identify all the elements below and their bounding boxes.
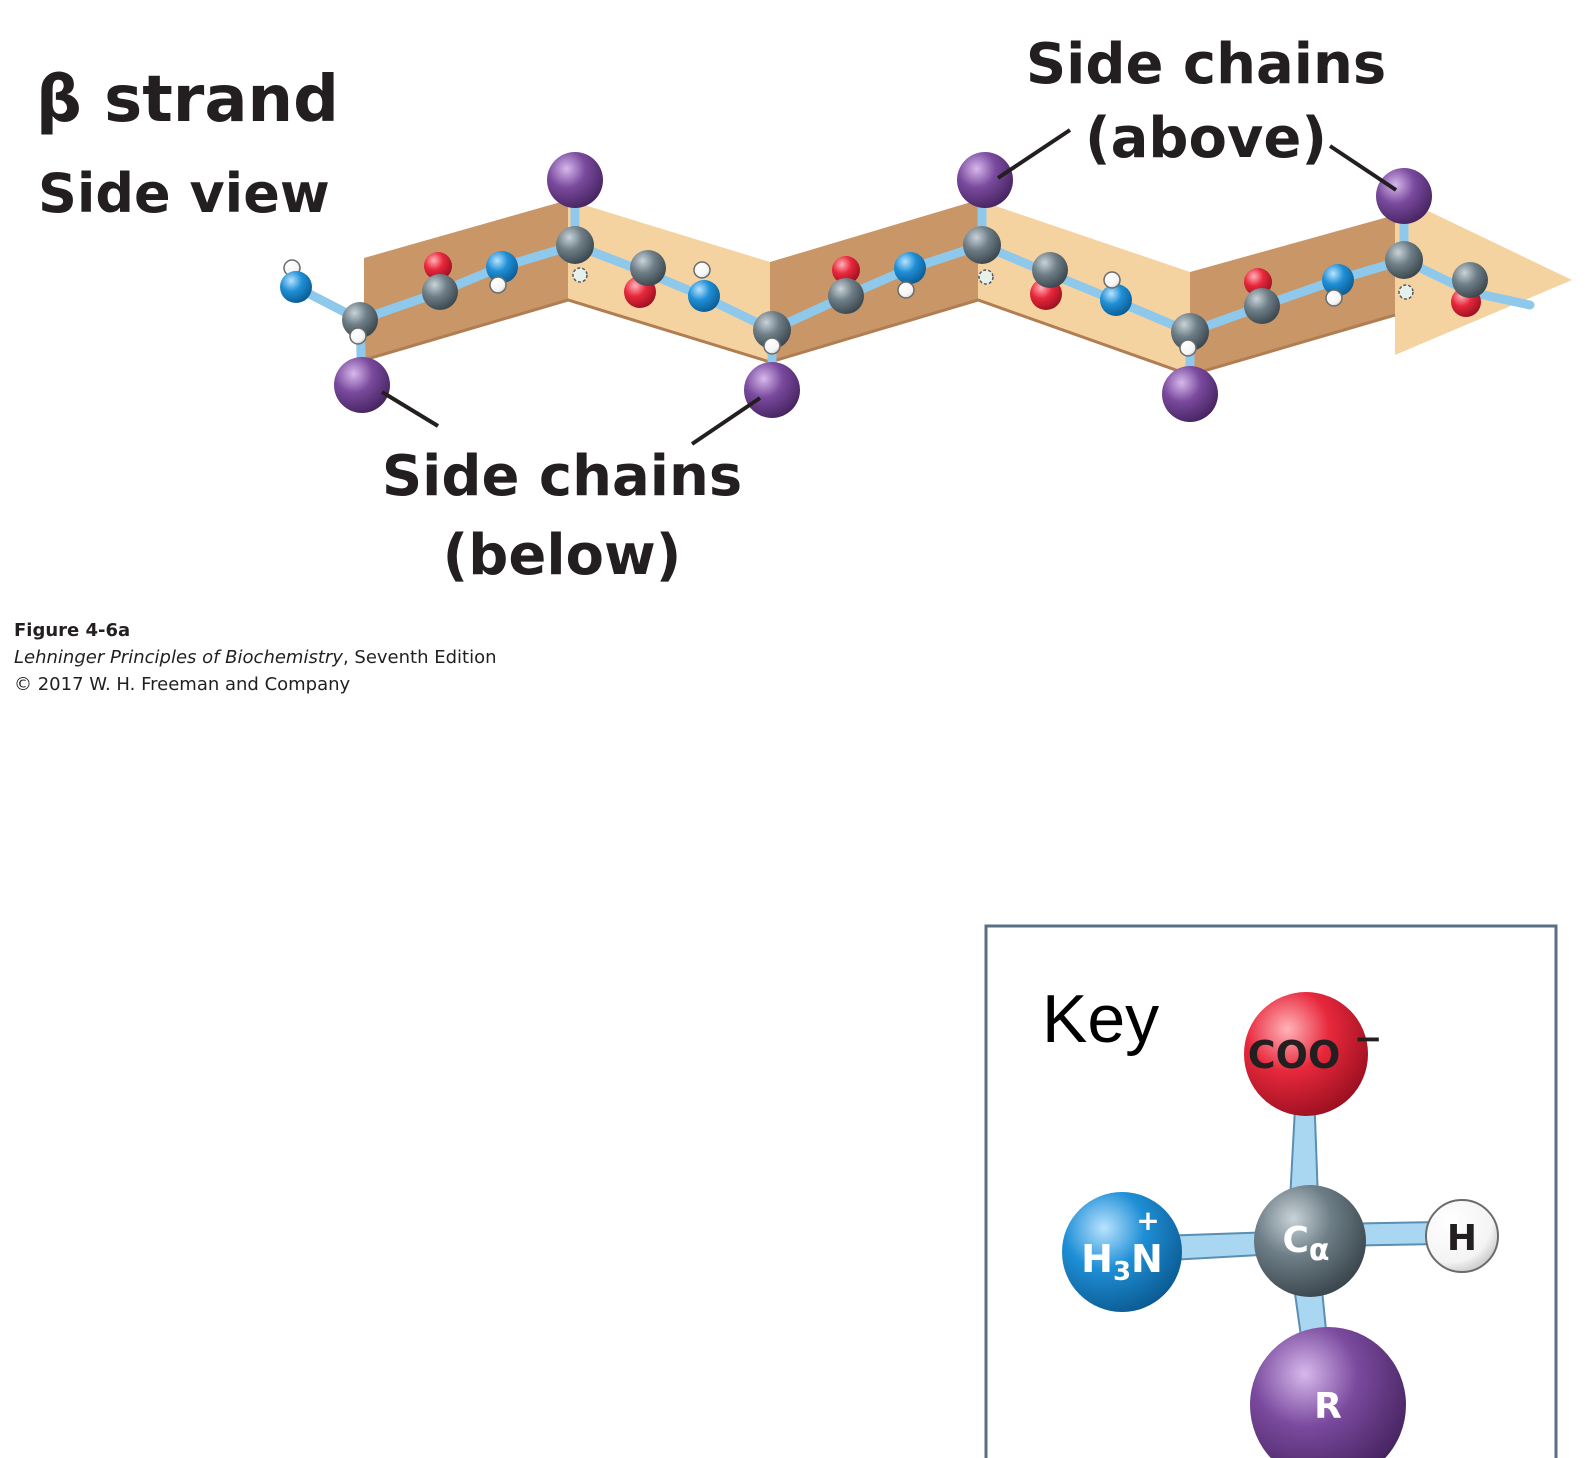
book-title: Lehninger Principles of Biochemistry [14, 647, 343, 668]
nitrogen-atom-2 [486, 251, 518, 283]
carbon-atom-carbonyl-6 [1452, 262, 1488, 298]
key-carboxyl-atom [1244, 992, 1368, 1116]
carbon-atom-carbonyl-5 [1244, 288, 1280, 324]
nitrogen-atom-3 [688, 280, 720, 312]
side-chain-above-1 [547, 152, 603, 208]
alpha-carbon-3 [753, 311, 791, 349]
diagram-title: β strand [36, 63, 339, 137]
leader-lines [380, 128, 1398, 446]
nitrogen-atom-6 [1322, 264, 1354, 296]
leader-line-below-right [690, 396, 762, 446]
figure-caption-copyright: © 2017 W. H. Freeman and Company [14, 674, 351, 695]
nitrogen-atom-5 [1100, 284, 1132, 316]
sheet-edge-line [363, 298, 1396, 377]
key-amine-subscript: 3 [1113, 1257, 1131, 1287]
carbon-atom-carbonyl-4 [1032, 252, 1068, 288]
nitrogen-atom-1 [280, 271, 312, 303]
oxygen-atom-3 [832, 256, 860, 284]
key-amine-label: H3N [1081, 1237, 1163, 1287]
callout-below-line2: (below) [443, 523, 682, 588]
alpha-carbon-5 [1171, 313, 1209, 351]
carbon-atom-carbonyl-3 [828, 278, 864, 314]
hydrogen-atom-5 [763, 337, 781, 355]
carbon-atom-carbonyl-2 [630, 250, 666, 286]
side-chain-below-1 [334, 357, 390, 413]
key-title: Key [1042, 981, 1159, 1057]
hydrogen-atom-6 [897, 281, 915, 299]
leader-line-below-left [380, 390, 440, 428]
figure-caption-source: Lehninger Principles of Biochemistry, Se… [14, 647, 497, 668]
side-chain-below-2 [744, 362, 800, 418]
key-legend: Key COO − H3N + Cα H R [984, 924, 1558, 1458]
callout-above-line2: (above) [1085, 106, 1327, 171]
book-edition: , Seventh Edition [343, 647, 497, 668]
hydrogen-atom-1 [349, 327, 367, 345]
callout-above-line1: Side chains [1026, 32, 1386, 97]
alpha-carbon-6 [1385, 241, 1423, 279]
hydrogen-atom-2 [489, 276, 507, 294]
pleated-sheet [363, 195, 1572, 377]
key-r-group-label: R [1314, 1386, 1342, 1427]
key-alpha-subscript: α [1309, 1233, 1330, 1268]
side-chain-above-3 [1376, 168, 1432, 224]
key-amine-atom [1062, 1192, 1182, 1312]
hydrogen-atom-11 [1398, 284, 1414, 300]
side-chain-below-3 [1162, 366, 1218, 422]
alpha-carbon-4 [963, 226, 1001, 264]
hydrogen-atom-8 [1103, 271, 1121, 289]
key-carboxyl-label: COO [1248, 1033, 1341, 1077]
atoms [280, 152, 1488, 422]
key-hydrogen-atom [1425, 1199, 1499, 1273]
key-alpha-carbon-atom [1254, 1185, 1366, 1297]
carbon-atom-carbonyl-1 [422, 274, 458, 310]
key-amine-n: N [1131, 1237, 1163, 1281]
key-amine-h: H [1081, 1237, 1113, 1281]
key-carboxyl-charge: − [1354, 1019, 1383, 1059]
nitrogen-atom-4 [894, 252, 926, 284]
figure-caption-title: Figure 4-6a [14, 620, 130, 641]
key-hydrogen-label: H [1447, 1218, 1477, 1259]
hydrogen-atom-7 [978, 269, 994, 285]
leader-line-above-right [1328, 144, 1398, 192]
key-amine-charge: + [1136, 1204, 1159, 1237]
side-chain-above-2 [957, 152, 1013, 208]
key-alpha-c: C [1282, 1220, 1308, 1261]
key-alpha-carbon-label: Cα [1282, 1220, 1329, 1268]
hydrogen-atom-9 [1179, 339, 1197, 357]
key-r-group-atom [1250, 1327, 1406, 1458]
alpha-carbon-1 [342, 302, 378, 338]
leader-line-above-left [996, 128, 1072, 180]
hydrogen-atom-10 [1325, 289, 1343, 307]
hydrogen-atom-4 [693, 261, 711, 279]
oxygen-atom-1 [424, 252, 452, 280]
diagram-subtitle: Side view [38, 162, 330, 225]
callout-below-line1: Side chains [382, 444, 742, 509]
alpha-carbon-2 [556, 226, 594, 264]
hydrogen-atom-3 [572, 267, 588, 283]
